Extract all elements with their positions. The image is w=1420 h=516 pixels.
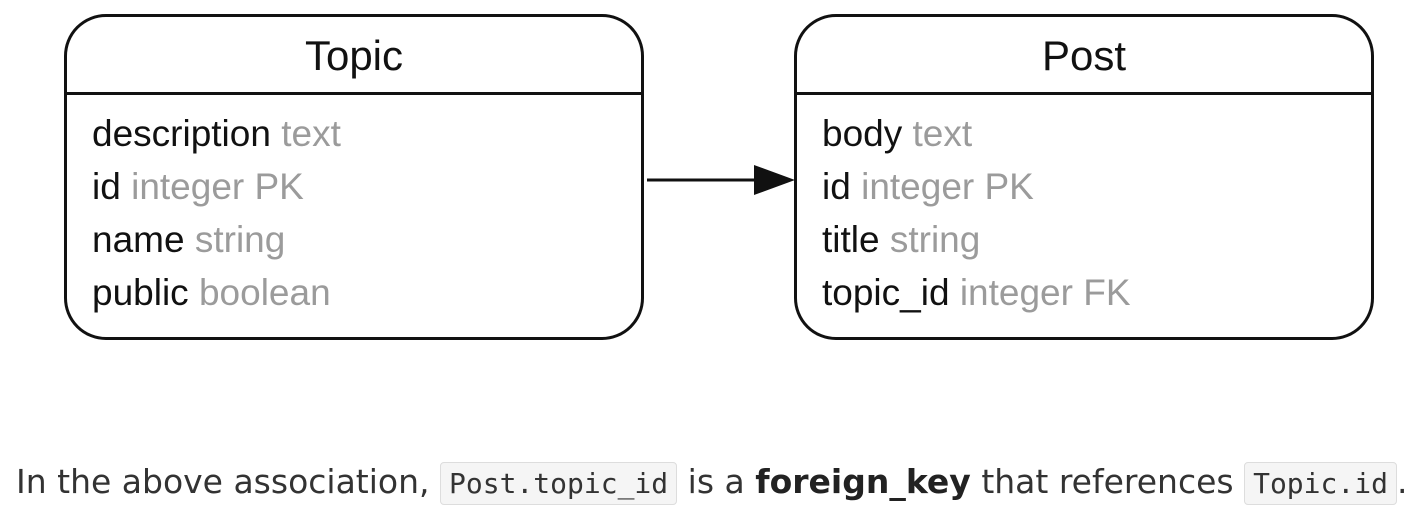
field-name: id	[822, 166, 851, 207]
field-type: text	[281, 113, 341, 154]
entity-post: Post body text id integer PK title strin…	[794, 14, 1374, 340]
field-row: name string	[92, 213, 641, 266]
caption-middle: is a	[687, 462, 745, 501]
entity-title: Topic	[67, 17, 641, 95]
caption-emphasis: foreign_key	[755, 462, 971, 501]
field-name: public	[92, 272, 189, 313]
field-name: id	[92, 166, 121, 207]
field-type: text	[912, 113, 973, 154]
field-list: body text id integer PK title string top…	[797, 95, 1371, 319]
field-row: id integer PK	[822, 160, 1371, 213]
field-row: id integer PK	[92, 160, 641, 213]
field-name: description	[92, 113, 271, 154]
entity-title: Post	[797, 17, 1371, 95]
field-type: integer PK	[131, 166, 304, 207]
field-name: name	[92, 219, 185, 260]
field-type: string	[194, 219, 286, 260]
entity-topic: Topic description text id integer PK nam…	[64, 14, 644, 340]
field-list: description text id integer PK name stri…	[67, 95, 641, 319]
field-row: topic_id integer FK	[822, 266, 1371, 319]
arrowhead-icon	[754, 165, 795, 195]
field-name: topic_id	[822, 272, 950, 313]
field-name: title	[822, 219, 880, 260]
caption-prefix: In the above association,	[16, 462, 430, 501]
field-type: integer PK	[861, 166, 1034, 207]
field-type: integer FK	[959, 272, 1131, 313]
field-type: boolean	[198, 272, 331, 313]
caption: In the above association, Post.topic_id …	[16, 456, 1407, 510]
field-row: title string	[822, 213, 1371, 266]
code-post-topic-id: Post.topic_id	[440, 462, 678, 505]
field-row: public boolean	[92, 266, 641, 319]
caption-end: .	[1396, 462, 1408, 501]
caption-suffix: that references	[981, 462, 1234, 501]
code-topic-id: Topic.id	[1244, 462, 1397, 505]
field-name: body	[822, 113, 903, 154]
field-type: string	[889, 219, 981, 260]
field-row: description text	[92, 107, 641, 160]
field-row: body text	[822, 107, 1371, 160]
